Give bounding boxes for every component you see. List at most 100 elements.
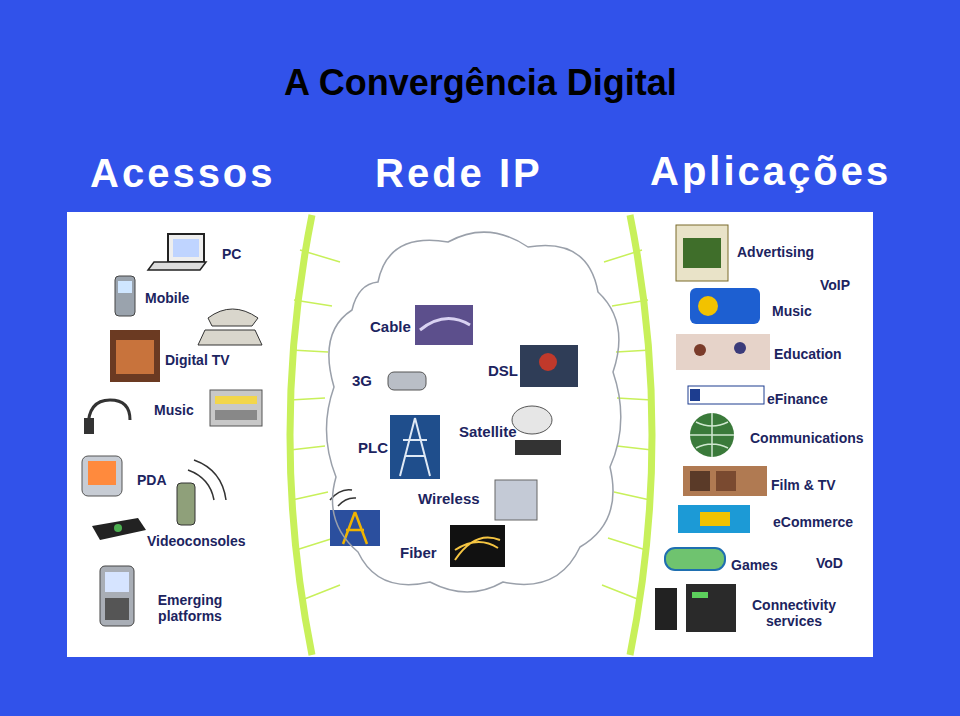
smartphone-body [100, 566, 134, 626]
satellite-dish [512, 406, 552, 434]
bracket-rays [602, 250, 652, 600]
globe [690, 413, 734, 457]
bracket-curve [290, 215, 312, 655]
server [655, 588, 677, 630]
student [694, 344, 706, 356]
efinance-logo [688, 386, 764, 404]
screen [173, 239, 199, 257]
bracket-curve [630, 215, 652, 655]
dsl-photo [520, 345, 578, 387]
3g-phone [388, 372, 426, 390]
item-label: Games [731, 557, 778, 573]
item-label: PC [222, 246, 241, 262]
cloud-path [326, 232, 620, 592]
fiber-photo [450, 525, 505, 567]
advertising-flyer [676, 225, 728, 281]
magazine-art [116, 340, 154, 374]
phone-body [115, 276, 135, 316]
network-label: DSL [488, 362, 518, 379]
item-label: eCommerce [773, 514, 853, 530]
network-label: Cable [370, 318, 411, 335]
digital-tv-icon [110, 330, 160, 382]
ecommerce-image [678, 505, 750, 533]
stereo-rack [210, 390, 262, 426]
right-bracket [602, 215, 652, 655]
item-label: eFinance [767, 391, 828, 407]
fiber-strands [455, 538, 500, 561]
pylon [400, 418, 430, 476]
network-icons [330, 305, 578, 567]
item-label: Digital TV [165, 352, 230, 368]
white-panel [67, 212, 873, 657]
item-label: VoIP [820, 277, 850, 293]
education-photo [676, 334, 770, 370]
music-icon [84, 390, 262, 434]
server-rack [686, 584, 736, 632]
cable-photo [415, 305, 473, 345]
smartphone-screen [105, 572, 129, 592]
item-label: Music [772, 303, 812, 319]
phone-screen [118, 281, 132, 293]
item-label: VoD [816, 555, 843, 571]
headphones [88, 400, 130, 428]
smartphone-keys [105, 598, 129, 620]
film-frame [690, 471, 710, 491]
globe-grid [690, 413, 734, 457]
network-label: Wireless [418, 490, 480, 507]
mp3-logo [690, 288, 760, 324]
plc-photo [390, 415, 440, 479]
item-label: Emerging platforms [140, 592, 240, 624]
bracket-rays [290, 250, 340, 600]
column-heading: Acessos [90, 150, 276, 196]
tower-photo [330, 510, 380, 546]
film-photo [683, 466, 767, 496]
item-label: Advertising [737, 244, 814, 260]
column-heading: Rede IP [375, 150, 543, 196]
network-label: Satellite [459, 423, 517, 440]
network-label: 3G [352, 372, 372, 389]
emerging-platform-icon [100, 566, 134, 626]
network-cloud: Cable 3G DSL PLC SatelliteWirelessFiber [318, 222, 630, 602]
item-label: Videoconsoles [147, 533, 246, 549]
console-icon [92, 518, 146, 540]
network-label: Fiber [400, 544, 437, 561]
left-bracket [290, 215, 340, 655]
earpiece [84, 418, 94, 434]
mp3-disc [698, 296, 718, 316]
sims-logo [665, 548, 725, 570]
phone-body [177, 483, 195, 525]
keyboard [148, 262, 206, 270]
column-heading: Aplicações [650, 148, 891, 194]
xbox-logo [114, 524, 122, 532]
desk-phone [198, 309, 262, 345]
monitor [168, 234, 204, 262]
pda-screen [88, 461, 116, 485]
pda-icon [82, 456, 226, 525]
item-label: Mobile [145, 290, 189, 306]
network-label: PLC [358, 439, 388, 456]
item-label: Music [154, 402, 194, 418]
cable-wire [420, 319, 470, 330]
wireless-phone [495, 480, 537, 520]
pda-body [82, 456, 122, 496]
item-label: Film & TV [771, 477, 836, 493]
item-label: PDA [137, 472, 167, 488]
satellite-receiver [515, 440, 561, 455]
cloud-outline [318, 222, 630, 602]
item-label: Education [774, 346, 842, 362]
efinance-bar [690, 389, 700, 401]
ecommerce-card [700, 512, 730, 526]
dsl-detail [539, 353, 557, 371]
film-frame [716, 471, 736, 491]
server-light [692, 592, 708, 598]
xbox [92, 518, 146, 540]
pc-icon [148, 234, 206, 270]
flyer-image [683, 238, 721, 268]
stereo-deck [215, 410, 257, 420]
student [734, 342, 746, 354]
stereo-display [215, 396, 257, 404]
title: A Convergência Digital [284, 62, 677, 103]
magazine [110, 330, 160, 382]
item-label: Communications [750, 430, 864, 446]
